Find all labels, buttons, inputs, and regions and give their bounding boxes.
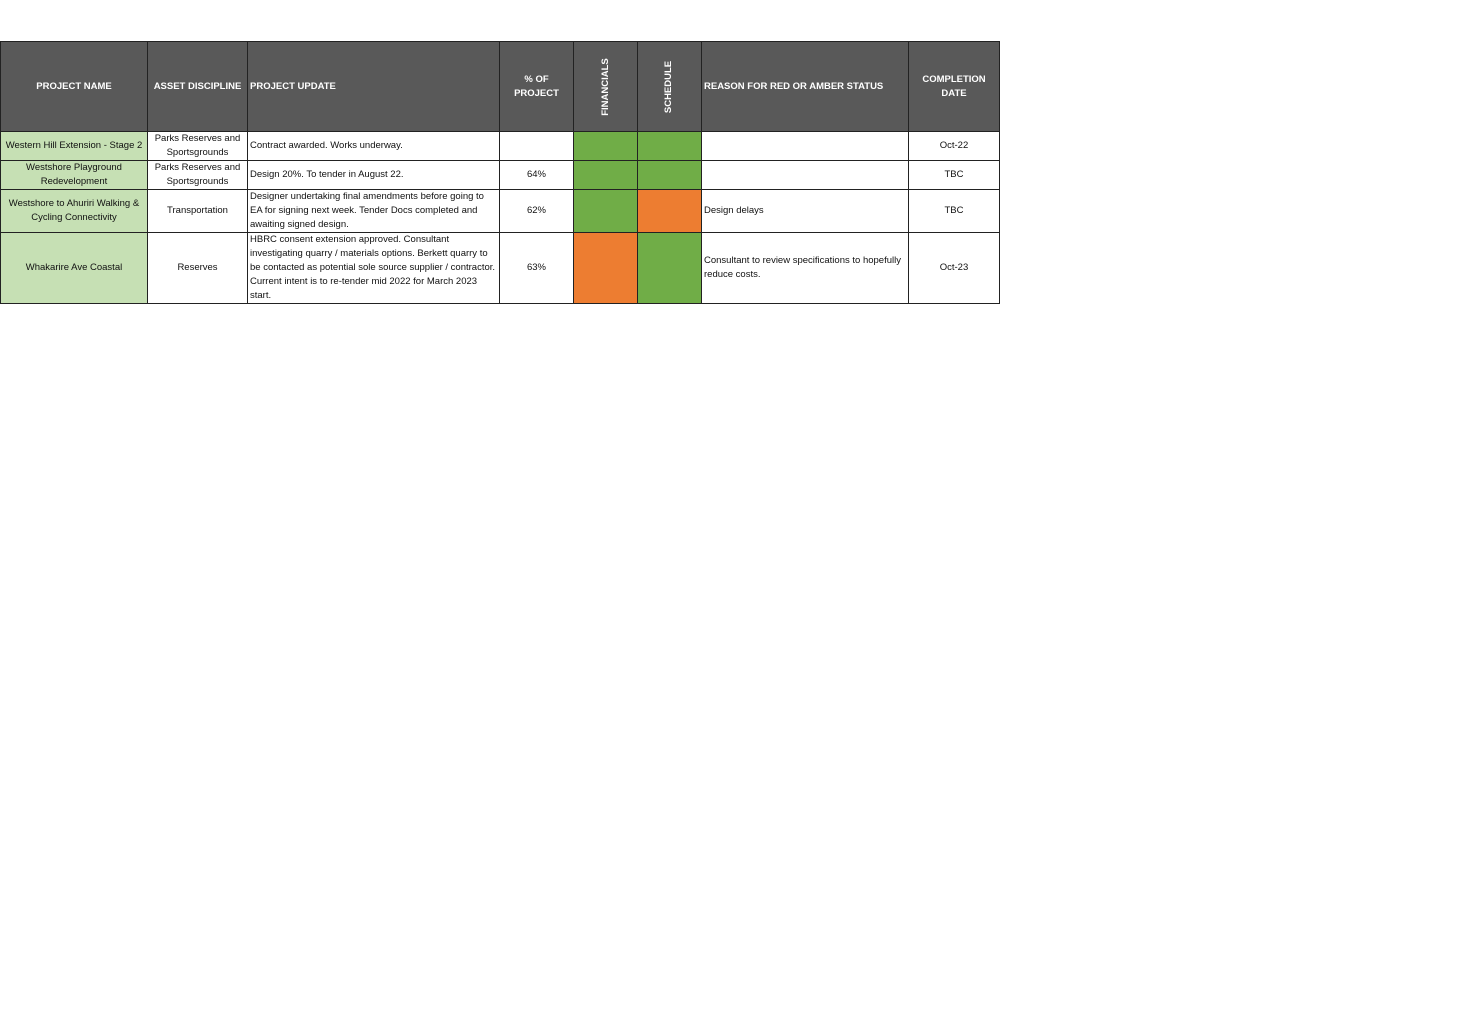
schedule-status-cell [637, 131, 702, 161]
pct-of-project-cell [499, 131, 574, 161]
pct-of-project-cell: 63% [499, 232, 574, 304]
header-project-name: PROJECT NAME [0, 41, 148, 132]
reason-cell: Consultant to review specifications to h… [701, 232, 909, 304]
project-update-cell: Design 20%. To tender in August 22. [247, 160, 500, 190]
asset-discipline-cell: Parks Reserves and Sportsgrounds [147, 131, 248, 161]
completion-date-cell: TBC [908, 160, 1000, 190]
project-update-cell: Designer undertaking final amendments be… [247, 189, 500, 233]
header-asset-discipline: ASSET DISCIPLINE [147, 41, 248, 132]
header-project-update: PROJECT UPDATE [247, 41, 500, 132]
asset-discipline-cell: Transportation [147, 189, 248, 233]
schedule-status-cell [637, 160, 702, 190]
reason-cell [701, 160, 909, 190]
completion-date-cell: Oct-23 [908, 232, 1000, 304]
project-update-cell: HBRC consent extension approved. Consult… [247, 232, 500, 304]
completion-date-cell: TBC [908, 189, 1000, 233]
pct-of-project-cell: 62% [499, 189, 574, 233]
schedule-status-cell [637, 189, 702, 233]
header-completion-date: COMPLETION DATE [908, 41, 1000, 132]
project-name-cell: Westshore to Ahuriri Walking & Cycling C… [0, 189, 148, 233]
header-schedule-label: SCHEDULE [663, 60, 675, 113]
header-row: PROJECT NAME ASSET DISCIPLINE PROJECT UP… [0, 41, 1000, 132]
pct-of-project-cell: 64% [499, 160, 574, 190]
project-status-table: PROJECT NAME ASSET DISCIPLINE PROJECT UP… [0, 41, 1000, 304]
header-financials: FINANCIALS [573, 41, 638, 132]
header-reason: REASON FOR RED OR AMBER STATUS [701, 41, 909, 132]
project-name-cell: Westshore Playground Redevelopment [0, 160, 148, 190]
project-name-cell: Western Hill Extension - Stage 2 [0, 131, 148, 161]
financials-status-cell [573, 160, 638, 190]
financials-status-cell [573, 189, 638, 233]
project-name-cell: Whakarire Ave Coastal [0, 232, 148, 304]
asset-discipline-cell: Parks Reserves and Sportsgrounds [147, 160, 248, 190]
schedule-status-cell [637, 232, 702, 304]
table-row: Westshore to Ahuriri Walking & Cycling C… [0, 189, 1000, 233]
header-pct-of-project: % OF PROJECT [499, 41, 574, 132]
reason-cell: Design delays [701, 189, 909, 233]
header-schedule: SCHEDULE [637, 41, 702, 132]
financials-status-cell [573, 131, 638, 161]
project-update-cell: Contract awarded. Works underway. [247, 131, 500, 161]
header-financials-label: FINANCIALS [599, 57, 611, 116]
financials-status-cell [573, 232, 638, 304]
reason-cell [701, 131, 909, 161]
asset-discipline-cell: Reserves [147, 232, 248, 304]
completion-date-cell: Oct-22 [908, 131, 1000, 161]
